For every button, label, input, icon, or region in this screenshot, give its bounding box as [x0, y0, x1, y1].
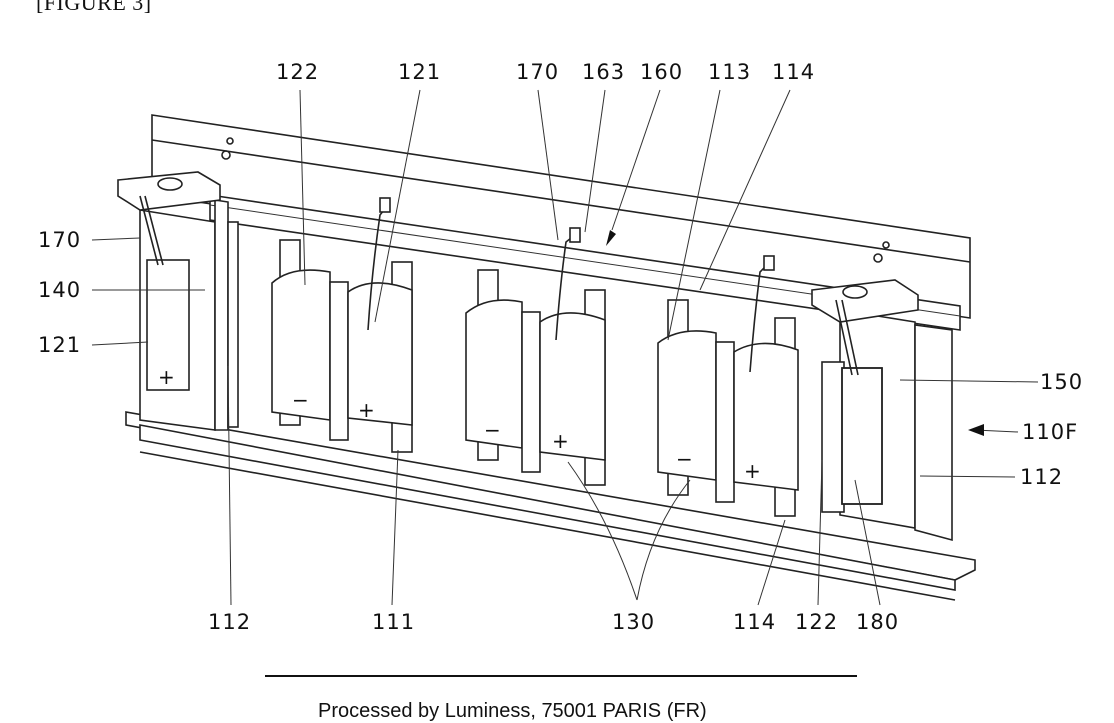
- group2-minus-sign: −: [484, 418, 501, 442]
- ref-121-left: 121: [38, 333, 81, 357]
- ref-122-bottom: 122: [795, 610, 838, 634]
- ref-170-top: 170: [516, 60, 559, 84]
- group1-minus-sign: −: [292, 388, 309, 412]
- ref-112-bottom: 112: [208, 610, 251, 634]
- group1-plus-sign: +: [358, 398, 375, 422]
- footer-text: Processed by Luminess, 75001 PARIS (FR): [318, 700, 707, 723]
- ref-130-bottom: 130: [612, 610, 655, 634]
- ref-112-right: 112: [1020, 465, 1063, 489]
- ref-180-bottom: 180: [856, 610, 899, 634]
- ref-140-left: 140: [38, 278, 81, 302]
- group3-minus-sign: −: [676, 447, 693, 471]
- ref-160-top: 160: [640, 60, 683, 84]
- group3-plus-sign: +: [744, 459, 761, 483]
- left-plus-sign: +: [158, 365, 175, 389]
- ref-150-right: 150: [1040, 370, 1083, 394]
- footer-divider: [265, 675, 857, 677]
- ref-163-top: 163: [582, 60, 625, 84]
- ref-121-top: 121: [398, 60, 441, 84]
- ref-114-bottom: 114: [733, 610, 776, 634]
- group2-plus-sign: +: [552, 429, 569, 453]
- ref-110F-right: 110F: [1022, 420, 1078, 444]
- ref-170-left: 170: [38, 228, 81, 252]
- left-end-plate: +: [118, 172, 238, 430]
- ref-111-bottom: 111: [372, 610, 415, 634]
- ref-114-top: 114: [772, 60, 815, 84]
- ref-113-top: 113: [708, 60, 751, 84]
- ref-122-top: 122: [276, 60, 319, 84]
